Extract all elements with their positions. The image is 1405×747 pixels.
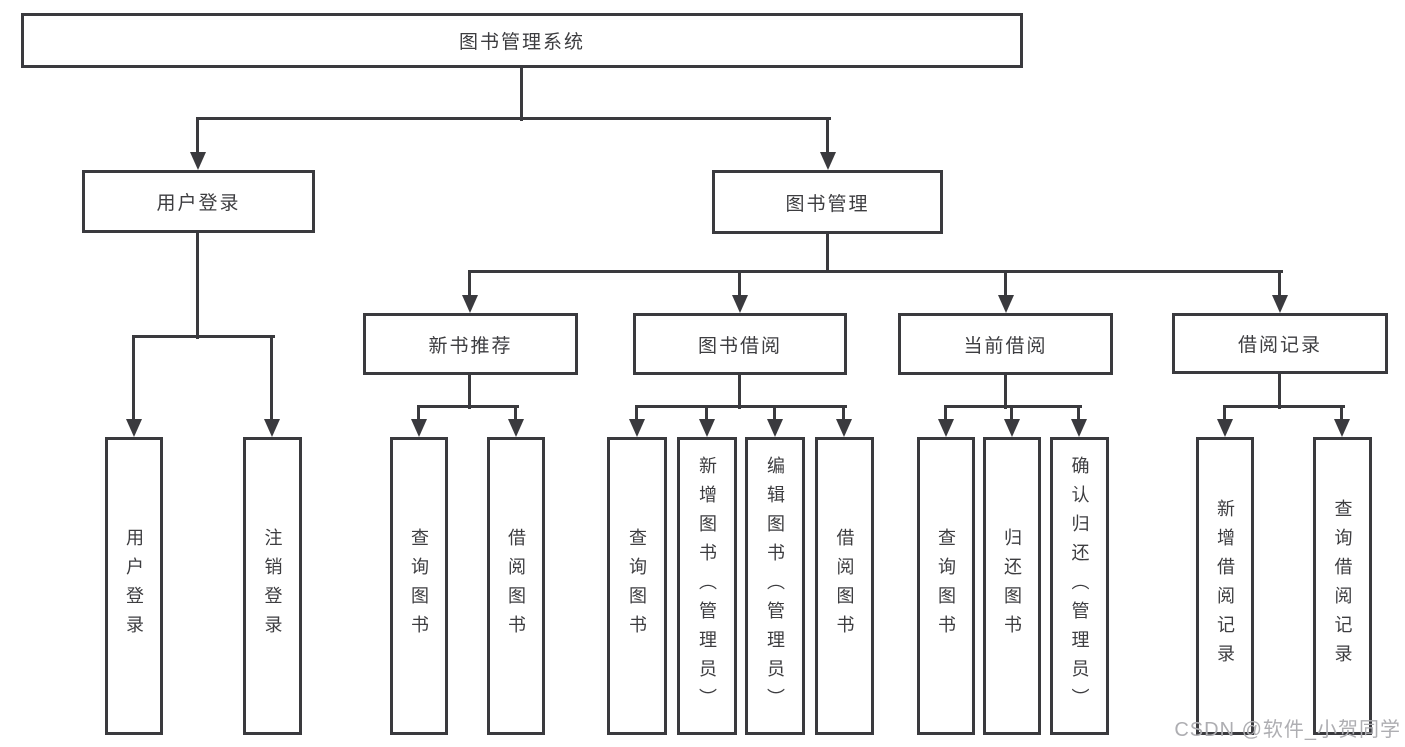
arrowhead-borrow-records-icon bbox=[1272, 295, 1288, 313]
arrowhead-book-borrowing-icon bbox=[732, 295, 748, 313]
leaf-recommend-borrow-books-label: 借阅图书 bbox=[506, 528, 526, 644]
leaf-records-add-record: 新增借阅记录 bbox=[1196, 437, 1254, 735]
leaf-borrowing-borrow-books: 借阅图书 bbox=[815, 437, 874, 735]
connector-to-new-book-recommend bbox=[468, 270, 471, 297]
connector-to-borrowing-borrow bbox=[842, 405, 845, 421]
node-current-borrowing: 当前借阅 bbox=[898, 313, 1113, 375]
connector-root-stem bbox=[520, 68, 523, 121]
leaf-logout-label: 注销登录 bbox=[262, 528, 283, 644]
node-book-borrowing-label: 图书借阅 bbox=[697, 335, 782, 357]
connector-borrowing-stem bbox=[738, 375, 741, 409]
leaf-recommend-query-books-label: 查询图书 bbox=[409, 528, 429, 644]
leaf-current-return-books-label: 归还图书 bbox=[1002, 528, 1022, 644]
arrowhead-current-return-icon bbox=[1004, 419, 1020, 437]
connector-book-management-branch bbox=[468, 270, 1283, 273]
leaf-recommend-borrow-books: 借阅图书 bbox=[487, 437, 545, 735]
arrowhead-current-query-icon bbox=[938, 419, 954, 437]
leaf-current-confirm-return-label: 确认归还（管理员） bbox=[1069, 455, 1090, 717]
arrowhead-leaf-login-icon bbox=[126, 419, 142, 437]
node-book-borrowing: 图书借阅 bbox=[633, 313, 847, 375]
connector-current-branch bbox=[944, 405, 1082, 408]
connector-recommend-branch bbox=[417, 405, 519, 408]
leaf-current-confirm-return: 确认归还（管理员） bbox=[1050, 437, 1109, 735]
arrowhead-borrowing-borrow-icon bbox=[836, 419, 852, 437]
arrowhead-leaf-logout-icon bbox=[264, 419, 280, 437]
connector-root-branch bbox=[197, 117, 831, 120]
connector-records-branch bbox=[1223, 405, 1345, 408]
connector-to-current-return bbox=[1010, 405, 1013, 421]
arrowhead-borrowing-query-icon bbox=[629, 419, 645, 437]
arrowhead-current-borrowing-icon bbox=[998, 295, 1014, 313]
leaf-borrowing-add-books: 新增图书（管理员） bbox=[677, 437, 737, 735]
leaf-borrowing-query-books-label: 查询图书 bbox=[627, 528, 647, 644]
arrowhead-new-book-recommend-icon bbox=[462, 295, 478, 313]
node-book-management-label: 图书管理 bbox=[785, 193, 870, 215]
connector-to-borrowing-edit bbox=[773, 405, 776, 421]
node-root-label: 图书管理系统 bbox=[458, 32, 585, 53]
leaf-user-login: 用户登录 bbox=[105, 437, 163, 735]
connector-book-management-stem bbox=[826, 234, 829, 272]
connector-to-leaf-login bbox=[132, 335, 135, 421]
connector-to-borrowing-query bbox=[635, 405, 638, 421]
arrowhead-user-login-icon bbox=[190, 152, 206, 170]
leaf-records-query-record-label: 查询借阅记录 bbox=[1332, 499, 1353, 673]
node-book-management: 图书管理 bbox=[712, 170, 943, 234]
node-new-book-recommend: 新书推荐 bbox=[363, 313, 578, 375]
arrowhead-borrowing-add-icon bbox=[699, 419, 715, 437]
arrowhead-records-add-icon bbox=[1217, 419, 1233, 437]
leaf-borrowing-query-books: 查询图书 bbox=[607, 437, 667, 735]
connector-to-records-query bbox=[1340, 405, 1343, 421]
arrowhead-book-management-icon bbox=[820, 152, 836, 170]
connector-current-stem bbox=[1004, 375, 1007, 409]
node-user-login-label: 用户登录 bbox=[156, 193, 241, 214]
connector-records-stem bbox=[1278, 374, 1281, 409]
connector-to-book-management bbox=[826, 117, 829, 154]
node-borrow-records-label: 借阅记录 bbox=[1237, 335, 1322, 356]
leaf-borrowing-add-books-label: 新增图书（管理员） bbox=[697, 455, 717, 717]
connector-to-borrowing-add bbox=[705, 405, 708, 421]
leaf-borrowing-edit-books-label: 编辑图书（管理员） bbox=[765, 455, 785, 717]
connector-to-recommend-borrow bbox=[514, 405, 517, 421]
leaf-records-query-record: 查询借阅记录 bbox=[1313, 437, 1372, 735]
connector-to-current-confirm bbox=[1077, 405, 1080, 421]
watermark-text: CSDN @软件_小贺同学 bbox=[1174, 719, 1401, 741]
arrowhead-recommend-borrow-icon bbox=[508, 419, 524, 437]
connector-to-records-add bbox=[1223, 405, 1226, 421]
leaf-logout: 注销登录 bbox=[243, 437, 302, 735]
arrowhead-recommend-query-icon bbox=[411, 419, 427, 437]
connector-borrowing-branch bbox=[635, 405, 847, 408]
connector-to-user-login bbox=[196, 117, 199, 154]
connector-user-login-branch bbox=[132, 335, 275, 338]
connector-user-login-stem bbox=[196, 233, 199, 339]
leaf-borrowing-edit-books: 编辑图书（管理员） bbox=[745, 437, 805, 735]
arrowhead-current-confirm-icon bbox=[1071, 419, 1087, 437]
connector-to-current-borrowing bbox=[1004, 270, 1007, 297]
node-new-book-recommend-label: 新书推荐 bbox=[428, 335, 513, 357]
connector-to-recommend-query bbox=[417, 405, 420, 421]
leaf-recommend-query-books: 查询图书 bbox=[390, 437, 448, 735]
arrowhead-records-query-icon bbox=[1334, 419, 1350, 437]
node-borrow-records: 借阅记录 bbox=[1172, 313, 1388, 374]
connector-to-book-borrowing bbox=[738, 270, 741, 297]
connector-to-borrow-records bbox=[1278, 270, 1281, 297]
leaf-current-query-books: 查询图书 bbox=[917, 437, 975, 735]
leaf-user-login-label: 用户登录 bbox=[124, 528, 144, 644]
leaf-current-query-books-label: 查询图书 bbox=[936, 528, 956, 644]
connector-to-leaf-logout bbox=[270, 335, 273, 421]
leaf-borrowing-borrow-books-label: 借阅图书 bbox=[834, 528, 855, 644]
node-root: 图书管理系统 bbox=[21, 13, 1023, 68]
leaf-current-return-books: 归还图书 bbox=[983, 437, 1041, 735]
connector-recommend-stem bbox=[468, 375, 471, 409]
leaf-records-add-record-label: 新增借阅记录 bbox=[1215, 499, 1235, 673]
arrowhead-borrowing-edit-icon bbox=[767, 419, 783, 437]
node-current-borrowing-label: 当前借阅 bbox=[963, 335, 1048, 357]
node-user-login: 用户登录 bbox=[82, 170, 315, 233]
connector-to-current-query bbox=[944, 405, 947, 421]
